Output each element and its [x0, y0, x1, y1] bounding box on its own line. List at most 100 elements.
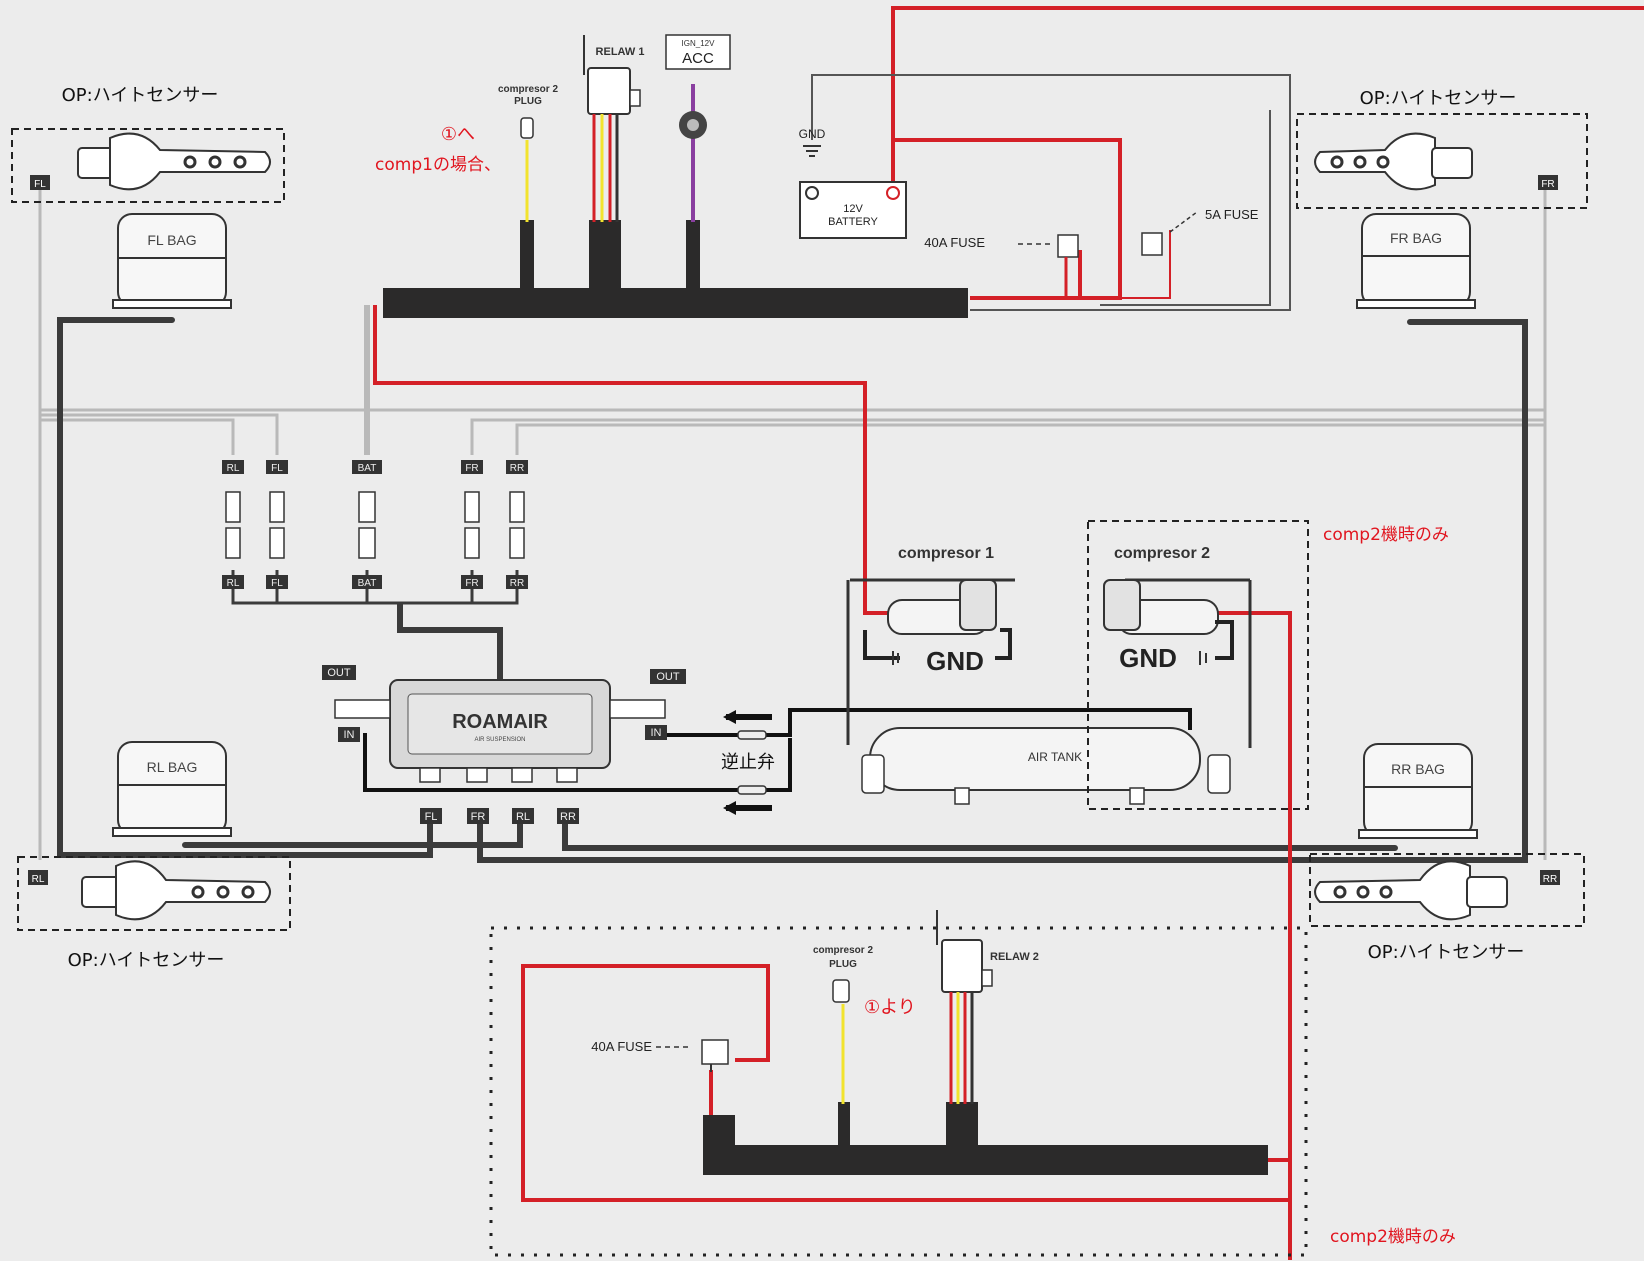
- compressor1-title: compresor 1: [898, 545, 994, 562]
- bag-label-fl: FL BAG: [147, 232, 196, 248]
- relay-icon: [941, 939, 983, 993]
- connector-lower-fl: FL: [271, 578, 283, 589]
- air-lines: [57, 317, 1528, 863]
- plug-label-line2: PLUG: [514, 96, 542, 107]
- manifold-in-right: IN: [651, 727, 662, 739]
- height-sensor-label-rl: OP:ハイトセンサー: [68, 950, 225, 971]
- connector-lower-fr: FR: [465, 578, 478, 589]
- sub-plug-label-line1: compresor 2: [813, 945, 873, 956]
- connector-rr: RR RR: [506, 460, 528, 589]
- relay-icon: [587, 67, 631, 115]
- ground-icon: [1199, 651, 1207, 665]
- fuse-5a-main: 5A FUSE: [1141, 207, 1259, 256]
- bag-label-rr: RR BAG: [1391, 761, 1445, 777]
- battery-gnd-wire: [811, 74, 1291, 311]
- from-1-note: ①より: [864, 997, 916, 1018]
- fuse-icon: [1141, 232, 1163, 256]
- bag-label-fr: FR BAG: [1390, 230, 1442, 246]
- fuse-40a-label: 40A FUSE: [924, 235, 985, 250]
- acc-switch: IGN_12V ACC: [665, 34, 731, 222]
- acc-header: IGN_12V: [682, 39, 716, 48]
- check-valves: 逆止弁: [721, 710, 775, 815]
- fuse-5a-label: 5A FUSE: [1205, 207, 1259, 222]
- compressor2-note: comp2機時のみ: [1323, 525, 1449, 545]
- sensor-tag-rl: RL: [32, 874, 45, 885]
- relay2-label: RELAW 2: [990, 951, 1039, 963]
- manifold-port-fr: FR: [471, 811, 486, 823]
- bag-label-rl: RL BAG: [147, 759, 198, 775]
- air-bag-fl: FL BAG: [112, 213, 232, 309]
- air-bag-rl: RL BAG: [112, 741, 232, 837]
- compressor1-gnd: GND: [926, 646, 984, 676]
- sensor-tag-fl: FL: [34, 179, 46, 190]
- manifold-in-left: IN: [344, 729, 355, 741]
- fuse-icon: [1057, 234, 1079, 258]
- spade-plug-icon: [832, 979, 850, 1003]
- height-sensor-fl: FL OP:ハイトセンサー: [11, 85, 285, 203]
- height-sensor-fr: FR OP:ハイトセンサー: [1296, 88, 1588, 209]
- note-to-1-text: ①へ: [441, 124, 475, 145]
- acc-label: ACC: [682, 50, 714, 67]
- manifold-port-rl: RL: [516, 811, 530, 823]
- battery: GND 12V BATTERY: [799, 127, 907, 239]
- connector-rl: RL RL: [222, 460, 244, 589]
- manifold-port-fl: FL: [425, 811, 438, 823]
- connector-fr: FR FR: [461, 460, 483, 589]
- manifold-out-right: OUT: [656, 671, 680, 683]
- compresor2-plug-main: compresor 2 PLUG: [498, 84, 558, 222]
- sensor-tag-fr: FR: [1541, 179, 1554, 190]
- sensor-wires: [38, 185, 1547, 860]
- power-wires: [373, 6, 1644, 1260]
- manifold-sub: AIR SUSPENSION: [474, 737, 525, 743]
- sub-harness: [489, 926, 1308, 1257]
- sensor-tag-rr: RR: [1543, 874, 1557, 885]
- relay-1: RELAW 1: [583, 35, 645, 222]
- connector-fl: FL FL: [266, 460, 288, 589]
- relay-2: RELAW 2: [936, 910, 1039, 1104]
- manifold-out-left: OUT: [327, 667, 351, 679]
- fuse-40a-sub: 40A FUSE: [591, 1039, 729, 1072]
- connector-bat: BAT BAT: [352, 460, 382, 589]
- compressor2-gnd: GND: [1119, 643, 1177, 673]
- sub-fuse-40a-label: 40A FUSE: [591, 1039, 652, 1054]
- manifold: ROAMAIR AIR SUSPENSION OUT OUT IN IN FL …: [322, 665, 1192, 824]
- manifold-brand: ROAMAIR: [452, 711, 548, 733]
- connector-upper-bat: BAT: [358, 463, 377, 474]
- note-to-1: ①へ comp1の場合、: [375, 124, 501, 175]
- compressor2-title: compresor 2: [1114, 545, 1210, 562]
- air-bag-rr: RR BAG: [1358, 743, 1478, 839]
- plug-label-line1: compresor 2: [498, 84, 558, 95]
- battery-line1: 12V: [843, 203, 863, 215]
- air-tank: AIR TANK: [846, 580, 1252, 805]
- connector-upper-fr: FR: [465, 463, 478, 474]
- height-sensor-label-rr: OP:ハイトセンサー: [1368, 942, 1525, 963]
- height-sensor-label-fl: OP:ハイトセンサー: [62, 85, 219, 106]
- compressor-1: compresor 1 GND: [850, 545, 1015, 676]
- air-bag-fr: FR BAG: [1356, 213, 1476, 309]
- height-sensor-rl: RL OP:ハイトセンサー: [17, 856, 291, 971]
- connector-lower-rr: RR: [510, 578, 524, 589]
- sub-plug-label-line2: PLUG: [829, 959, 857, 970]
- main-harness: [383, 220, 968, 318]
- check-valve-label: 逆止弁: [721, 752, 775, 773]
- connector-upper-rr: RR: [510, 463, 524, 474]
- ground-icon: [892, 651, 899, 665]
- height-sensor-label-fr: OP:ハイトセンサー: [1360, 88, 1517, 109]
- connector-upper-rl: RL: [227, 463, 240, 474]
- gnd-label: GND: [799, 127, 826, 141]
- compresor2-plug-sub: compresor 2 PLUG ①より: [813, 945, 916, 1104]
- connector-lower-bat: BAT: [358, 578, 377, 589]
- connector-row: RL RL FL FL BAT BAT FR: [222, 460, 528, 680]
- sub-harness-note: comp2機時のみ: [1330, 1227, 1456, 1247]
- relay1-label: RELAW 1: [596, 46, 645, 58]
- fuse-40a-main: 40A FUSE: [924, 234, 1079, 298]
- connector-lower-rl: RL: [227, 578, 240, 589]
- compressor-2: compresor 2 GND comp2機時のみ: [1087, 520, 1449, 810]
- air-tank-label: AIR TANK: [1028, 750, 1082, 764]
- battery-line2: BATTERY: [828, 216, 878, 228]
- height-sensor-rr: RR OP:ハイトセンサー: [1309, 853, 1585, 963]
- spade-plug-icon: [520, 117, 534, 139]
- fuse-icon: [701, 1039, 729, 1065]
- ground-icon: [803, 145, 821, 157]
